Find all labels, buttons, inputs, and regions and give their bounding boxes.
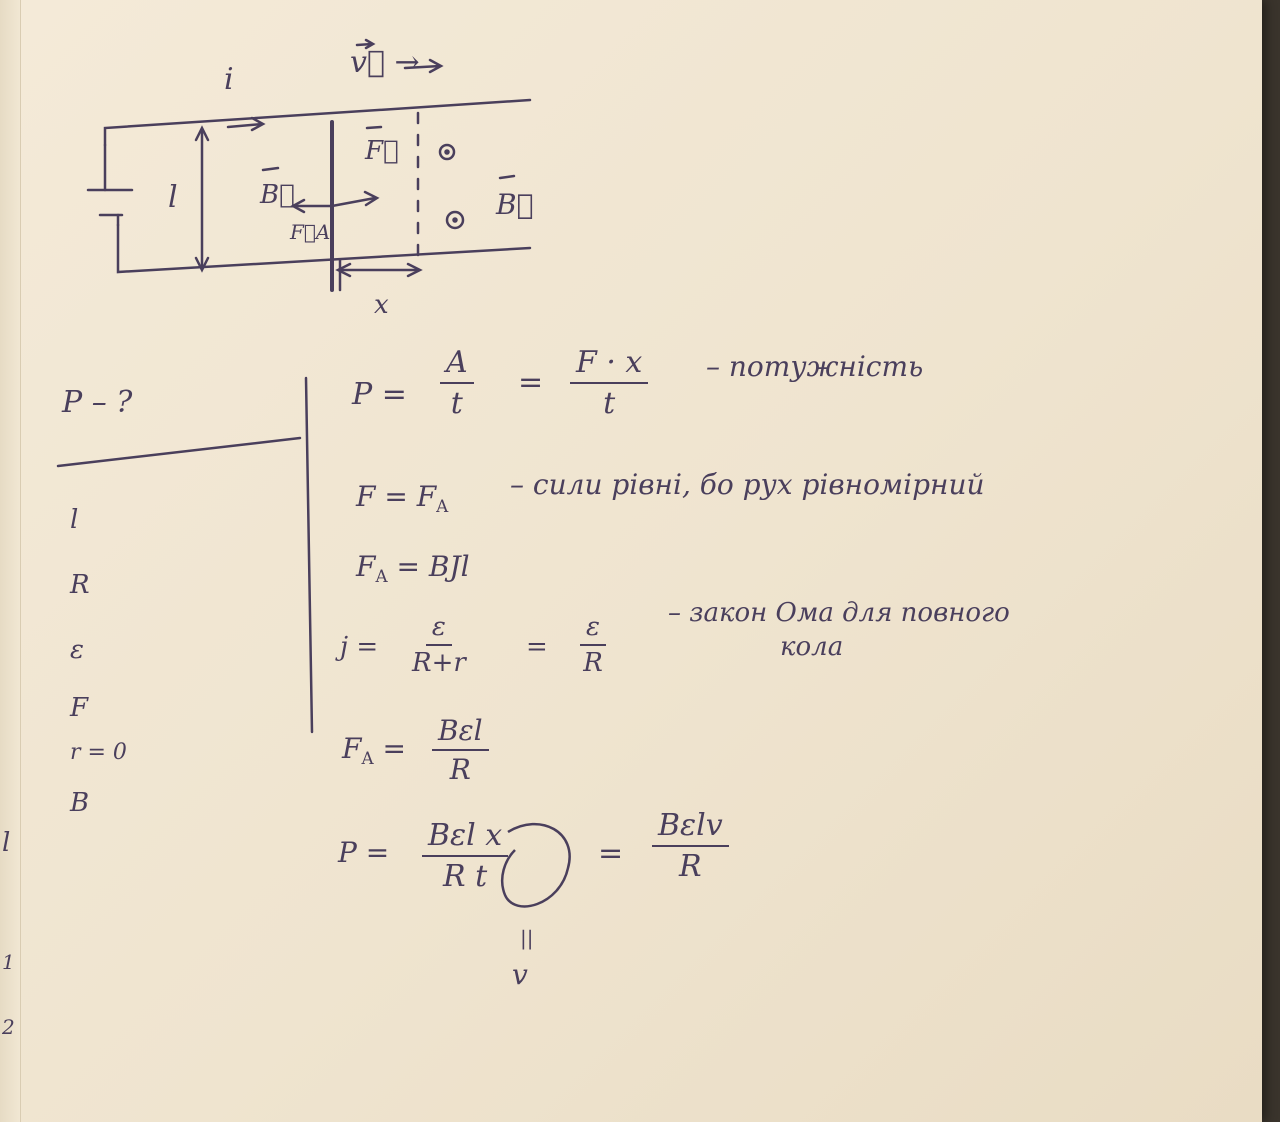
current-lhs: j = [340,632,379,662]
force-equality-expr: F = F [356,480,437,513]
field-dot-1 [438,143,456,161]
fraction-numerator: Bεl [432,714,489,751]
power-lhs: P = [352,377,407,412]
power-fraction-2: F · x t [570,345,649,421]
subscript: A [436,495,449,516]
equals-sign: = [526,632,548,662]
force-label: F⃗ [365,136,399,166]
force-arrow [330,196,377,208]
fraction-numerator: F · x [570,345,649,384]
previous-page-edge [0,0,21,1122]
formula-lhs: F [356,550,376,583]
ampere-force-lhs: FA = [342,732,406,768]
equals-mark: || [520,926,534,950]
fraction-denominator: t [603,386,616,421]
ohm-fraction-2: ε R [580,612,606,678]
ampere-force-formula: FA = BJl [356,550,470,586]
fraction-numerator: ε [425,612,452,646]
velocity-below: v [512,958,528,991]
formula-rhs: = BJl [396,550,470,583]
force-equality: F = FA [356,480,448,516]
fraction-numerator: ε [580,612,606,646]
current-label: i [224,62,234,97]
fraction-denominator: R [583,648,603,678]
ampere-force-label: F⃗A [290,220,331,244]
equals-sign: = [598,836,624,871]
given-item-field: B [70,788,90,818]
equals-sign: = [518,365,544,400]
displacement-label: x [374,290,389,320]
given-list: l R ε F r = 0 B [70,488,127,833]
fraction-denominator: R t [443,859,488,894]
length-label: l [168,180,178,215]
power-final-fraction-1: Bεl x R t [422,818,509,894]
given-item-force: F [70,693,89,723]
power-final-fraction-2: Bεlv R [652,808,729,884]
bottom-rail [116,223,532,274]
given-item-length: l [70,505,79,535]
top-rail [103,98,532,147]
given-item-internal-resistance: r = 0 [70,740,127,765]
fraction-denominator: R [449,753,471,786]
field-left-label: B⃗ [260,180,295,210]
fraction-denominator: R [679,849,702,884]
given-item-emf: ε [70,635,84,665]
power-fraction-1: A t [440,345,474,421]
margin-mark-2: 1 [2,950,15,974]
field-dot-2 [445,210,465,230]
margin-mark-3: 2 [2,1015,15,1039]
fraction-denominator: t [450,386,463,421]
subscript: A [375,565,388,586]
subscript: A [361,747,374,768]
fraction-numerator: Bεl x [422,818,509,857]
formula-lhs: F [342,732,362,765]
ohm-law-note-continued: кола [780,632,844,662]
ohm-fraction-1: ε R+r [412,612,466,678]
equals-sign: = [382,732,406,765]
fraction-numerator: Bεlv [652,808,729,847]
velocity-label: v⃗ → [350,45,420,80]
ohm-law-note: – закон Ома для повного [668,598,1010,628]
current-arrow [226,122,264,129]
given-item-resistance: R [70,570,90,600]
power-final-lhs: P = [338,836,390,869]
ampere-force-fraction: Bεl R [432,714,489,786]
unknown-quantity: P – ? [62,385,133,420]
margin-mark-1: l [2,828,11,858]
fraction-denominator: R+r [412,648,466,678]
force-equality-note: – сили рівні, бо рух рівномірний [510,468,985,501]
power-note: – потужність [706,350,924,383]
field-right-label: B⃗ [496,188,534,221]
fraction-numerator: A [440,345,474,384]
